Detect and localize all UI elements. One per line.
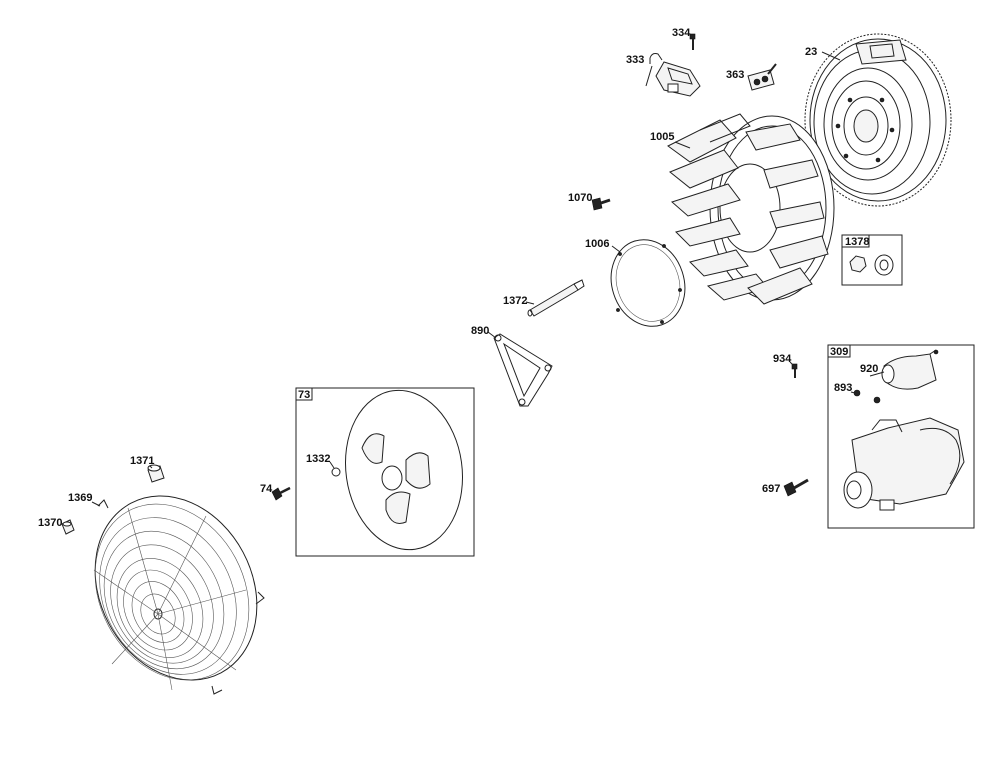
screw-part-334[interactable] bbox=[689, 33, 696, 50]
label-73: 73 bbox=[298, 389, 310, 401]
label-1372: 1372 bbox=[503, 295, 527, 307]
label-920: 920 bbox=[860, 363, 878, 375]
label-890: 890 bbox=[471, 325, 489, 337]
screw-part-934[interactable] bbox=[791, 363, 798, 378]
starter-motor-kit-309[interactable] bbox=[827, 344, 975, 529]
stud-part-1372[interactable] bbox=[527, 279, 585, 317]
label-1371: 1371 bbox=[130, 455, 154, 467]
bracket-part-890[interactable] bbox=[493, 333, 553, 407]
label-23: 23 bbox=[805, 46, 817, 58]
label-334: 334 bbox=[672, 27, 691, 39]
ignition-module-part-333[interactable] bbox=[645, 53, 701, 97]
screw-part-74[interactable] bbox=[271, 486, 291, 501]
label-1378: 1378 bbox=[845, 236, 869, 248]
bolt-part-1070[interactable] bbox=[591, 197, 611, 211]
gasket-part-1006[interactable] bbox=[600, 230, 696, 336]
label-309: 309 bbox=[830, 346, 848, 358]
connector-part-363[interactable] bbox=[747, 63, 777, 91]
label-697: 697 bbox=[762, 483, 780, 495]
label-333: 333 bbox=[626, 54, 644, 66]
label-1369: 1369 bbox=[68, 492, 92, 504]
leader-lines bbox=[91, 51, 885, 507]
bolt-part-697[interactable] bbox=[783, 478, 809, 497]
label-1370: 1370 bbox=[38, 517, 62, 529]
label-363: 363 bbox=[726, 69, 744, 81]
label-74: 74 bbox=[260, 483, 273, 495]
label-1070: 1070 bbox=[568, 192, 592, 204]
fan-guard-part-1369[interactable] bbox=[64, 468, 288, 709]
nut-washer-kit-1378[interactable] bbox=[841, 234, 903, 286]
label-1006: 1006 bbox=[585, 238, 609, 250]
flywheel-part-23[interactable] bbox=[804, 33, 952, 207]
nut-part-1370[interactable] bbox=[61, 519, 75, 535]
spacer-part-1371[interactable] bbox=[147, 464, 165, 483]
label-1332: 1332 bbox=[306, 453, 330, 465]
cooling-fan-part-1005[interactable] bbox=[667, 113, 835, 305]
label-1005: 1005 bbox=[650, 131, 674, 143]
cover-plate-kit-73[interactable] bbox=[295, 383, 475, 558]
label-934: 934 bbox=[773, 353, 792, 365]
label-893: 893 bbox=[834, 382, 852, 394]
